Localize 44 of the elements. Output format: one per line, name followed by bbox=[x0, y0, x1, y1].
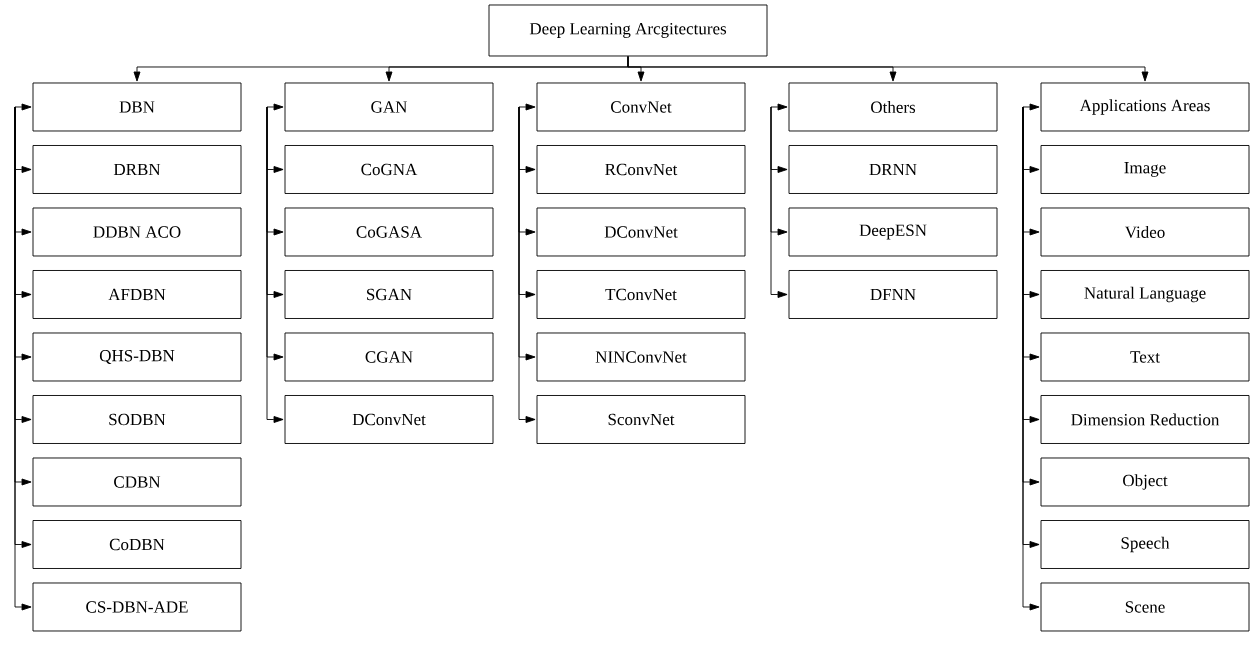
category-box: SconvNet bbox=[536, 395, 746, 444]
category-box: Video bbox=[1040, 207, 1250, 257]
category-box: RConvNet bbox=[536, 145, 746, 194]
category-box: Scene bbox=[1040, 582, 1250, 632]
category-box: Object bbox=[1040, 457, 1250, 507]
category-box: AFDBN bbox=[32, 270, 242, 319]
category-box: NINConvNet bbox=[536, 332, 746, 382]
category-box: Text bbox=[1040, 332, 1250, 382]
arrow bbox=[770, 106, 788, 298]
category-box: DConvNet bbox=[536, 207, 746, 257]
category-box: QHS-DBN bbox=[32, 332, 242, 382]
arrow bbox=[518, 103, 536, 111]
category-box: DFNN bbox=[788, 270, 998, 319]
category-box: CGAN bbox=[284, 332, 494, 382]
category-box: CoGNA bbox=[284, 145, 494, 194]
category-box: DBN bbox=[32, 82, 242, 132]
category-box: Dimension Reduction bbox=[1040, 395, 1250, 444]
arrow bbox=[266, 106, 284, 423]
category-box: Others bbox=[788, 82, 998, 132]
arrow bbox=[1022, 103, 1040, 111]
category-box: ConvNet bbox=[536, 82, 746, 132]
arrow bbox=[518, 106, 536, 423]
category-box: DRBN bbox=[32, 145, 242, 194]
arrow bbox=[627, 56, 1149, 82]
category-box: CDBN bbox=[32, 457, 242, 507]
category-box: GAN bbox=[284, 82, 494, 132]
category-box: DRNN bbox=[788, 145, 998, 194]
arrow bbox=[14, 103, 32, 111]
category-box: DConvNet bbox=[284, 395, 494, 444]
category-box: DDBN ACO bbox=[32, 207, 242, 257]
category-box: Natural Language bbox=[1040, 270, 1250, 319]
category-box: Speech bbox=[1040, 520, 1250, 569]
category-box: SODBN bbox=[32, 395, 242, 444]
category-box: DeepESN bbox=[788, 207, 998, 257]
title-box: Deep Learning Arcgitectures bbox=[488, 4, 768, 57]
category-box: Image bbox=[1040, 145, 1250, 194]
category-box: CoGASA bbox=[284, 207, 494, 257]
category-box: Applications Areas bbox=[1040, 82, 1250, 132]
arrow bbox=[770, 103, 788, 111]
category-box: TConvNet bbox=[536, 270, 746, 319]
category-box: CS-DBN-ADE bbox=[32, 582, 242, 632]
category-box: SGAN bbox=[284, 270, 494, 319]
arrow bbox=[266, 103, 284, 111]
category-box: CoDBN bbox=[32, 520, 242, 569]
